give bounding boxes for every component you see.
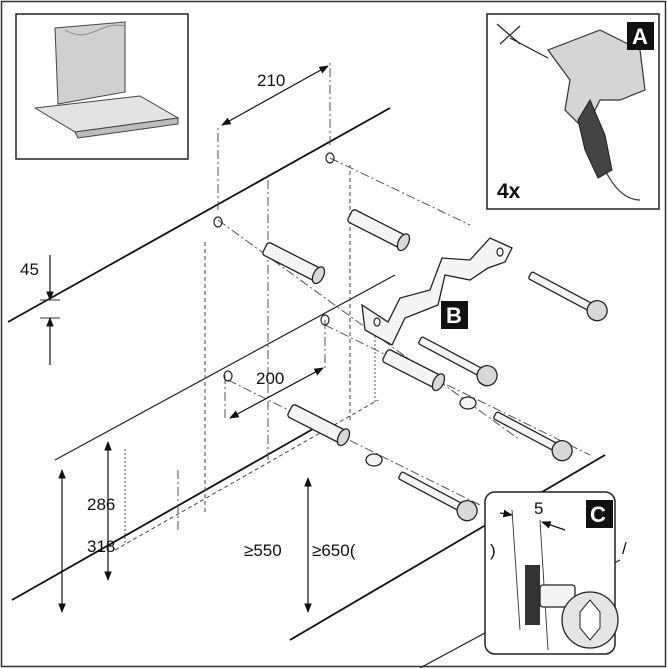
dim-min-650: ≥650( [312, 541, 356, 560]
dim-min-550: ≥550 [244, 541, 282, 560]
hood-thumbnail [15, 13, 189, 160]
detail-fragment-right: / [622, 539, 627, 558]
step-labels: A B C 4x [441, 22, 654, 528]
screws [365, 271, 608, 522]
label-c: C [590, 502, 606, 527]
dim-210: 210 [257, 71, 285, 90]
detail-fragment-left: ) [490, 541, 496, 560]
drill-quantity: 4x [497, 180, 521, 203]
dim-gap-5: 5 [534, 499, 543, 518]
wall-plugs [262, 209, 446, 447]
dim-200: 200 [256, 369, 284, 388]
drill-panel [486, 13, 660, 210]
dim-286: 286 [87, 495, 115, 514]
dimension-arrows [40, 65, 329, 613]
label-a: A [632, 24, 648, 49]
label-b: B [446, 303, 462, 328]
mounting-bracket [361, 237, 513, 346]
dim-45: 45 [20, 260, 39, 279]
dim-318: 318 [87, 537, 115, 556]
detail-panel [484, 491, 619, 655]
dimension-labels: 210 45 200 286 318 ≥550 ≥650( 5 ) / [20, 71, 627, 560]
